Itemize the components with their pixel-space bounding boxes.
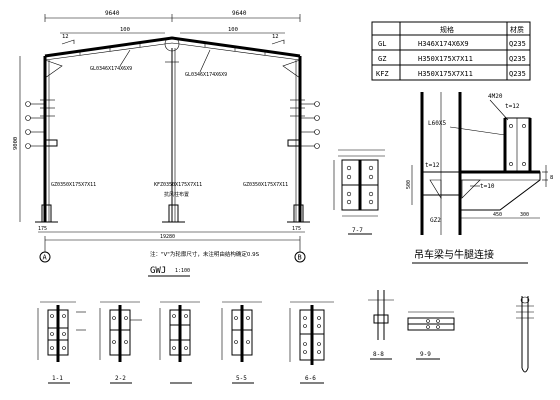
bay-left-dim: 175: [38, 226, 47, 232]
bracket-bolt: 4M20: [488, 93, 503, 100]
section-1-1-label: 1-1: [52, 375, 63, 382]
corbel-right: [287, 139, 301, 147]
section-9-9-label: 9-9: [420, 351, 431, 358]
rafter-left-label: GL0346X174X6X9: [90, 66, 132, 72]
axis-a-bubble: [39, 251, 51, 263]
material-table: 规格 材质 GL H346X174X6X9 Q235 GZ H350X175X7…: [371, 21, 531, 81]
section-2-2: 2-2: [99, 301, 142, 384]
col-mid-note: 抗风柱布置: [164, 191, 189, 198]
frame-note: 注："V"为轮廓尺寸，未注明由结构确定0.9S: [150, 250, 260, 258]
frame-scale: 1:100: [175, 268, 190, 274]
section-7-7-label: 7-7: [352, 227, 363, 234]
bracket-t2: t=12: [425, 162, 440, 169]
table-row-spec: H350X175X7X11: [418, 55, 473, 63]
bracket-dim-300: 300: [520, 212, 529, 218]
col-mid-label: KFZ0350X175X7X11: [154, 182, 202, 188]
section-2-2-label: 2-2: [115, 375, 126, 382]
bracket-angle: L60X5: [428, 120, 446, 127]
corbel-detail: 4M20 t=12 L60X5 t=12 t=10 8 500 450 300 …: [406, 92, 553, 264]
anchor-bolt-detail: [516, 296, 534, 373]
dim-ridge-left: 100: [120, 27, 130, 33]
portal-frame: 9640 9640 100 100 12 12 GL0346X174X6X9 G…: [13, 10, 320, 277]
axis-a-label: A: [43, 254, 48, 262]
bracket-dim-8: 8: [550, 175, 553, 181]
bracket-col-tag: GZ2: [430, 217, 441, 224]
height-dim: 9000: [13, 137, 19, 150]
section-8-8: 8-8: [368, 290, 394, 360]
bracket-t1: t=12: [505, 103, 520, 110]
table-row-mat: Q235: [509, 40, 526, 48]
table-row-id: KFZ: [376, 70, 389, 78]
table-header-spec: 规格: [440, 25, 454, 34]
section-8-8-label: 8-8: [373, 351, 384, 358]
table-row-spec: H346X174X6X9: [418, 40, 469, 48]
col-left-label: GZ0350X175X7X11: [51, 182, 96, 188]
table-row-spec: H350X175X7X11: [418, 70, 473, 78]
bracket-t3: t=10: [480, 183, 495, 190]
table-row-id: GZ: [378, 55, 386, 63]
section-5-5-label: 5-5: [236, 375, 247, 382]
section-5-5: 5-5: [221, 301, 262, 384]
table-row-id: GL: [378, 40, 386, 48]
slope-left: 12: [62, 34, 69, 40]
section-1-1: 1-1: [37, 301, 86, 384]
col-right-label: GZ0350X175X7X11: [243, 182, 288, 188]
bracket-caption: 吊车梁与牛腿连接: [414, 248, 494, 261]
axis-b-bubble: [294, 251, 306, 263]
section-3-3: [159, 301, 200, 384]
dim-ridge-right: 100: [228, 27, 238, 33]
table-header-mat: 材质: [510, 25, 524, 34]
slope-right: 12: [272, 34, 279, 40]
rafter: [44, 36, 301, 58]
dim-right-span: 9640: [232, 10, 247, 17]
section-7-7: 7-7: [333, 149, 385, 235]
section-6-6-label: 6-6: [305, 375, 316, 382]
bracket-dim-450: 450: [493, 212, 502, 218]
total-span-dim: 19280: [160, 234, 175, 240]
axis-b-label: B: [298, 254, 302, 262]
bay-right-dim: 175: [292, 226, 301, 232]
corbel-left: [44, 139, 58, 147]
frame-title: GWJ: [150, 266, 166, 276]
bracket-dim-500: 500: [406, 180, 412, 189]
dim-left-span: 9640: [105, 10, 120, 17]
table-row-mat: Q235: [509, 55, 526, 63]
rafter-right-label: GL0346X174X6X9: [185, 72, 227, 78]
table-row-mat: Q235: [509, 70, 526, 78]
section-9-9: 9-9: [407, 311, 455, 360]
section-6-6: 6-6: [289, 301, 334, 384]
